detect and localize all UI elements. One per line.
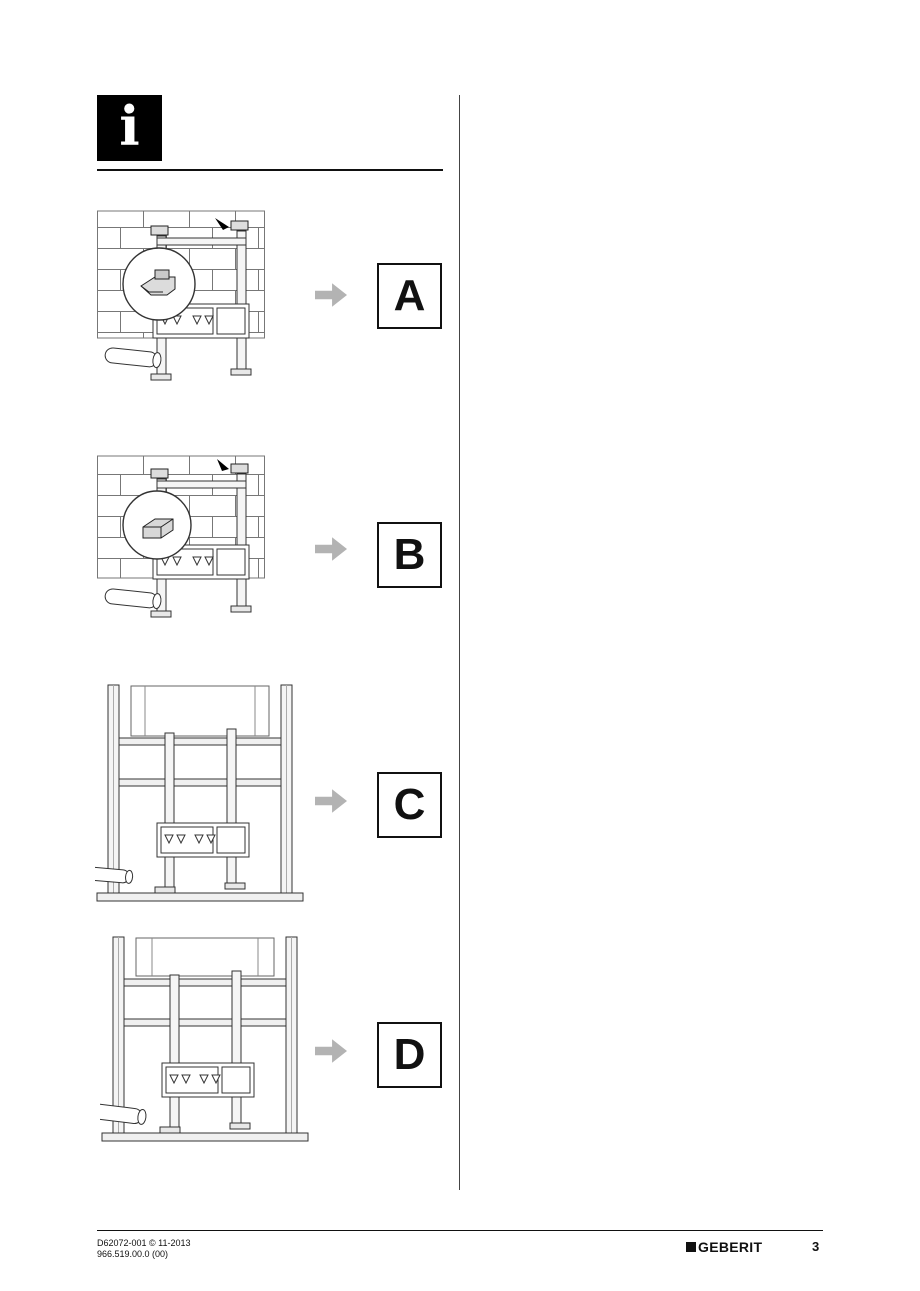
installation-frame-brick-wall-drawing-a [97,206,297,391]
variant-letter: A [393,271,426,320]
figure-step-a-brick-wall-frame [97,206,297,391]
column-divider [459,95,460,1190]
figure-step-b-brick-wall-frame [97,453,297,625]
geberit-wordmark: GEBERIT [698,1239,763,1255]
arrow-right-icon [315,537,347,561]
arrow-right-icon [315,1039,347,1063]
geberit-logo-flag-icon [686,1242,696,1252]
footer-doc-code: D62072-001 © 11-2013 [97,1238,191,1248]
page-number: 3 [812,1239,820,1254]
installation-frame-brick-wall-drawing-b [97,453,297,625]
footer-ref-code: 966.519.00.0 (00) [97,1249,169,1259]
variant-label-box-c: C [377,772,442,838]
info-icon: i [97,95,162,161]
variant-label-box-b: B [377,522,442,588]
header-rule [97,169,443,171]
variant-label-box-a: A [377,263,442,329]
footer-rule [97,1230,823,1231]
arrow-right-icon [315,283,347,307]
figure-step-d-stud-wall-frame [100,935,310,1147]
installation-frame-stud-wall-drawing-d [100,935,310,1147]
variant-letter: D [393,1030,426,1079]
installation-frame-stud-wall-drawing-c [95,683,305,905]
info-icon-glyph: i [119,94,140,158]
variant-label-box-d: D [377,1022,442,1088]
geberit-logo: GEBERIT [686,1239,762,1255]
figure-step-c-stud-wall-frame [95,683,305,905]
footer-document-codes: D62072-001 © 11-2013 966.519.00.0 (00) [97,1238,191,1260]
arrow-right-icon [315,789,347,813]
variant-letter: B [393,530,426,579]
variant-letter: C [393,780,426,829]
